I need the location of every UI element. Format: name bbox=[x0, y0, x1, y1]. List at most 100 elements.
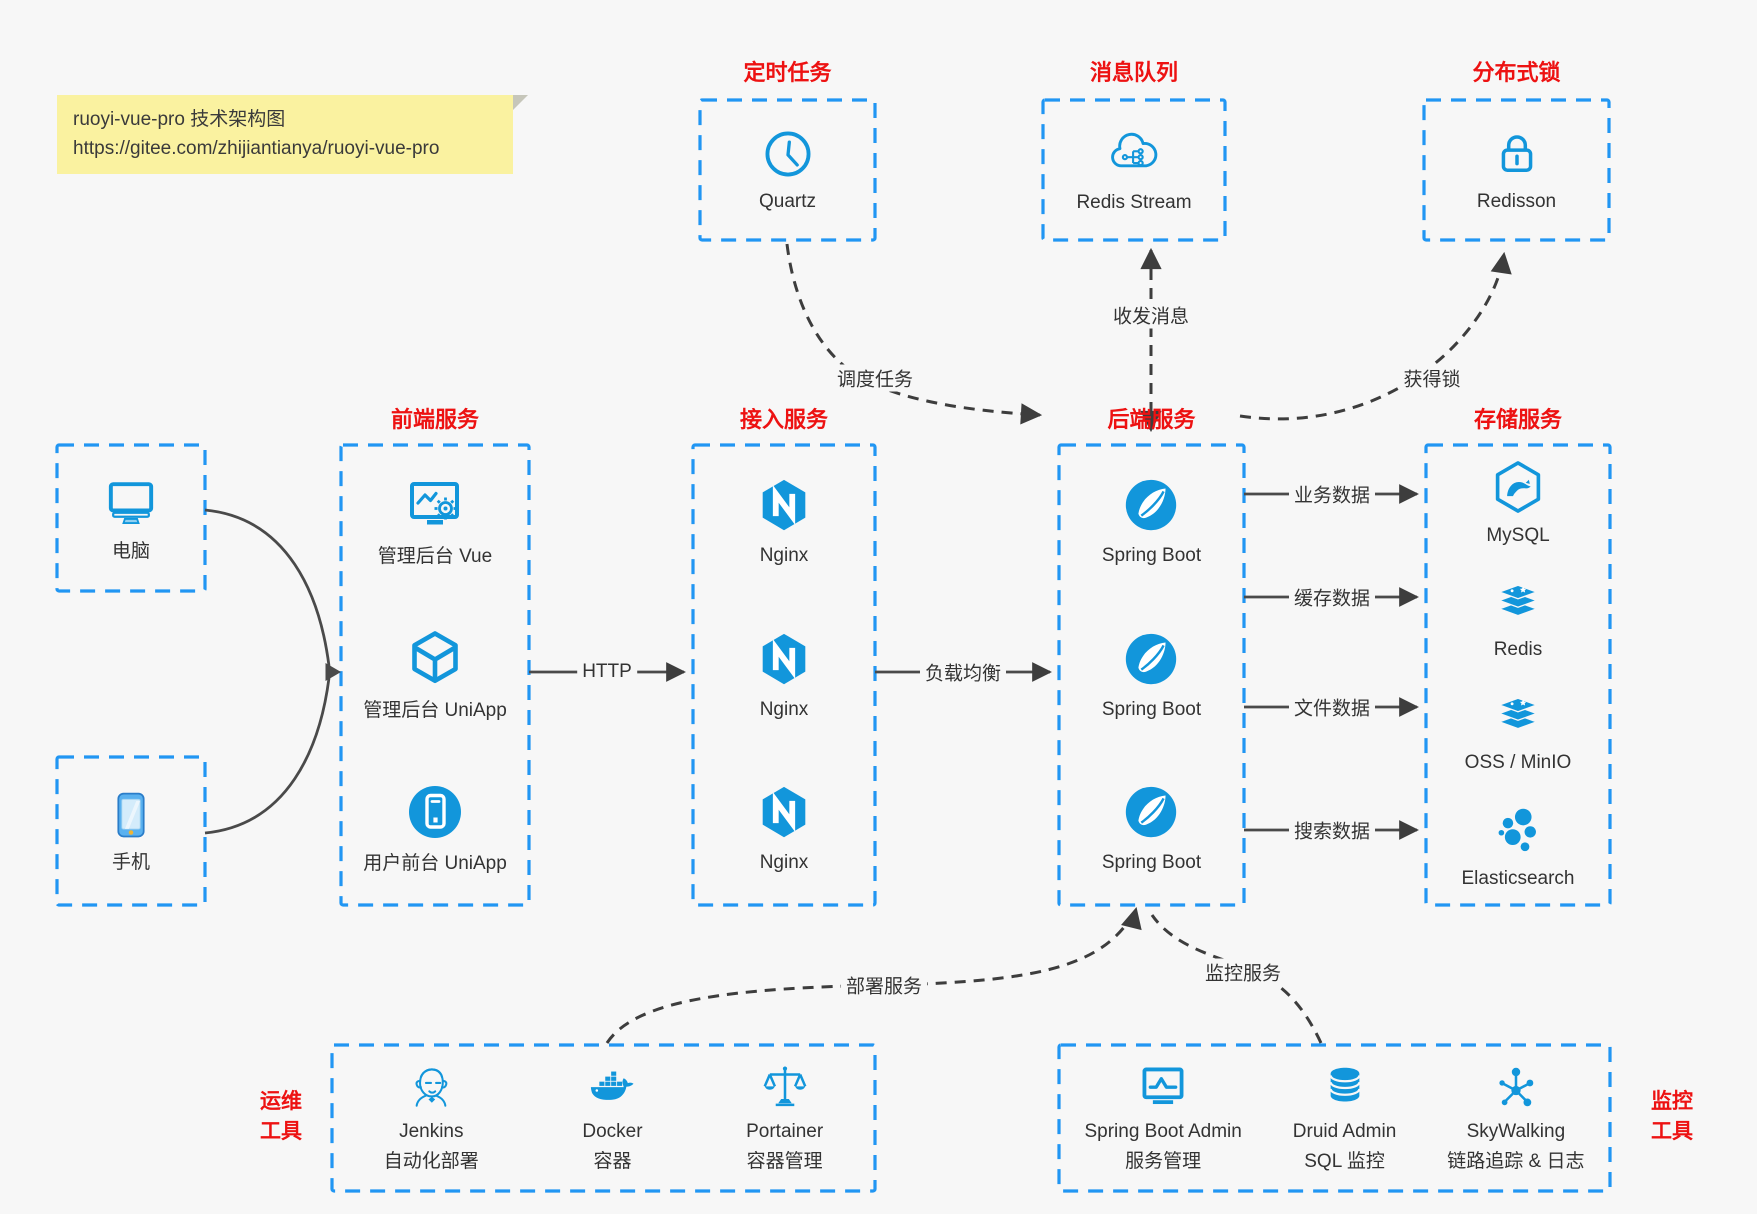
frontend-node-admin-vue: 管理后台 Vue bbox=[378, 473, 492, 570]
edge-label-search-data: 搜索数据 bbox=[1288, 816, 1376, 844]
nginx-icon bbox=[753, 628, 815, 690]
ops-tools-title: 运维 工具 bbox=[238, 1087, 324, 1148]
ops-tools-box bbox=[330, 1043, 877, 1193]
storage-node-redis: Redis bbox=[1490, 576, 1546, 663]
ops-tools-panel: Jenkins 自动化部署 Docker 容器 bbox=[332, 1045, 875, 1191]
ops-tools-title-line2: 工具 bbox=[260, 1120, 302, 1144]
edge-label-file-data: 文件数据 bbox=[1288, 693, 1376, 721]
redisson-node: Redisson bbox=[1477, 126, 1556, 215]
redis-stream-node: Redis Stream bbox=[1076, 125, 1192, 216]
cloud-stream-icon bbox=[1103, 125, 1165, 183]
mobile-label: 手机 bbox=[111, 851, 150, 873]
sba-desc: 服务管理 bbox=[1125, 1151, 1202, 1172]
jenkins-desc: 自动化部署 bbox=[383, 1151, 479, 1172]
edge-label-business-data: 业务数据 bbox=[1288, 480, 1376, 508]
backend-node-1: Spring Boot bbox=[1102, 474, 1201, 569]
storage-title: 存储服务 bbox=[1473, 407, 1562, 432]
quartz-label: Quartz bbox=[758, 190, 817, 212]
note-url: https://gitee.com/zhijiantianya/ruoyi-vu… bbox=[73, 137, 440, 159]
frontend-node-admin-uniapp: 管理后台 UniApp bbox=[363, 627, 507, 724]
edge-label-cache-data: 缓存数据 bbox=[1288, 583, 1376, 611]
distributed-lock-title: 分布式锁 bbox=[1472, 60, 1561, 85]
gateway-title: 接入服务 bbox=[739, 407, 828, 432]
portainer-desc: 容器管理 bbox=[746, 1151, 823, 1172]
quartz-node: Quartz bbox=[759, 126, 816, 215]
gateway-node-1: Nginx bbox=[753, 474, 815, 569]
backend-node-3: Spring Boot bbox=[1102, 781, 1201, 876]
uniapp-cube-icon bbox=[403, 627, 467, 691]
skywalking-label: SkyWalking bbox=[1466, 1121, 1566, 1143]
pc-node: 电脑 bbox=[101, 472, 161, 565]
ops-node-docker: Docker 容器 bbox=[582, 1061, 643, 1174]
topology-icon bbox=[1489, 1061, 1543, 1115]
arrow-mobile-to-frontend bbox=[204, 677, 331, 835]
monitor-tools-title-line2: 工具 bbox=[1651, 1120, 1693, 1144]
druid-label: Druid Admin bbox=[1292, 1121, 1397, 1143]
arrow-deploy-service bbox=[605, 906, 1142, 1044]
frontend-title: 前端服务 bbox=[390, 407, 479, 432]
note-title: ruoyi-vue-pro 技术架构图 bbox=[73, 109, 286, 130]
redis-stack-icon bbox=[1490, 576, 1546, 630]
spring-boot-label: Spring Boot bbox=[1101, 851, 1202, 873]
frontend-panel: 管理后台 Vue 管理后台 UniApp 用户前台 UniApp bbox=[341, 445, 529, 905]
nginx-label: Nginx bbox=[759, 698, 809, 720]
spring-boot-icon bbox=[1120, 474, 1182, 536]
spring-boot-label: Spring Boot bbox=[1101, 698, 1202, 720]
portainer-label: Portainer bbox=[746, 1121, 824, 1143]
admin-vue-label: 管理后台 Vue bbox=[377, 546, 493, 568]
database-icon bbox=[1318, 1061, 1372, 1115]
pc-label: 电脑 bbox=[111, 540, 150, 562]
arrow-acquire-lock bbox=[1239, 251, 1512, 421]
mobile-panel: 手机 bbox=[57, 757, 205, 905]
lock-icon bbox=[1489, 126, 1545, 182]
edge-label-schedule-task: 调度任务 bbox=[831, 364, 919, 392]
storage-node-oss-minio: OSS / MinIO bbox=[1464, 689, 1572, 776]
arrow-pc-to-frontend bbox=[204, 508, 331, 667]
user-uniapp-label: 用户前台 UniApp bbox=[363, 852, 507, 874]
pc-box bbox=[55, 443, 207, 593]
backend-panel: Spring Boot Spring Boot Spring Boot bbox=[1059, 445, 1244, 905]
mysql-label: MySQL bbox=[1486, 525, 1550, 547]
note-fold-corner bbox=[513, 95, 528, 110]
spring-boot-label: Spring Boot bbox=[1101, 545, 1202, 567]
sticky-note: ruoyi-vue-pro 技术架构图 https://gitee.com/zh… bbox=[57, 95, 528, 174]
admin-uniapp-label: 管理后台 UniApp bbox=[363, 699, 507, 721]
clock-icon bbox=[760, 126, 816, 182]
monitor-tools-title-line1: 监控 bbox=[1651, 1090, 1693, 1113]
sba-label: Spring Boot Admin bbox=[1084, 1121, 1242, 1143]
storage-panel: MySQL Redis bbox=[1426, 445, 1610, 905]
monitor-chart-icon bbox=[1135, 1061, 1191, 1115]
gateway-node-2: Nginx bbox=[753, 628, 815, 723]
skywalking-desc: 链路追踪 & 日志 bbox=[1447, 1151, 1585, 1172]
druid-desc: SQL 监控 bbox=[1304, 1151, 1385, 1172]
redis-label: Redis bbox=[1493, 638, 1543, 660]
smartphone-icon bbox=[103, 787, 159, 843]
frontend-node-user-uniapp: 用户前台 UniApp bbox=[363, 780, 507, 877]
message-queue-title: 消息队列 bbox=[1089, 60, 1178, 85]
edge-label-send-receive-message: 收发消息 bbox=[1107, 301, 1195, 329]
nginx-label: Nginx bbox=[759, 545, 809, 567]
quartz-panel: Quartz bbox=[700, 100, 875, 240]
pc-panel: 电脑 bbox=[57, 445, 205, 591]
backend-title: 后端服务 bbox=[1107, 407, 1196, 432]
jenkins-label: Jenkins bbox=[399, 1121, 464, 1143]
desktop-icon bbox=[101, 472, 161, 532]
monitor-tools-panel: Spring Boot Admin 服务管理 Druid Admin SQL 监… bbox=[1059, 1045, 1610, 1191]
nginx-label: Nginx bbox=[759, 851, 809, 873]
mobile-node: 手机 bbox=[103, 787, 159, 876]
monitor-node-sba: Spring Boot Admin 服务管理 bbox=[1084, 1061, 1242, 1174]
mobile-box bbox=[55, 755, 207, 907]
edge-label-deploy-service: 部署服务 bbox=[840, 971, 928, 999]
docker-icon bbox=[583, 1061, 641, 1115]
oss-minio-label: OSS / MinIO bbox=[1464, 752, 1572, 774]
monitor-node-skywalking: SkyWalking 链路追踪 & 日志 bbox=[1447, 1061, 1584, 1174]
ops-node-portainer: Portainer 容器管理 bbox=[746, 1061, 823, 1174]
ops-tools-title-line1: 运维 bbox=[260, 1090, 302, 1113]
edge-label-acquire-lock: 获得锁 bbox=[1398, 364, 1466, 392]
nginx-icon bbox=[753, 474, 815, 536]
redis-stream-label: Redis Stream bbox=[1076, 191, 1192, 213]
redis-stream-box bbox=[1041, 98, 1227, 242]
gateway-panel: Nginx Nginx Nginx bbox=[693, 445, 875, 905]
storage-node-elasticsearch: Elasticsearch bbox=[1462, 803, 1575, 892]
